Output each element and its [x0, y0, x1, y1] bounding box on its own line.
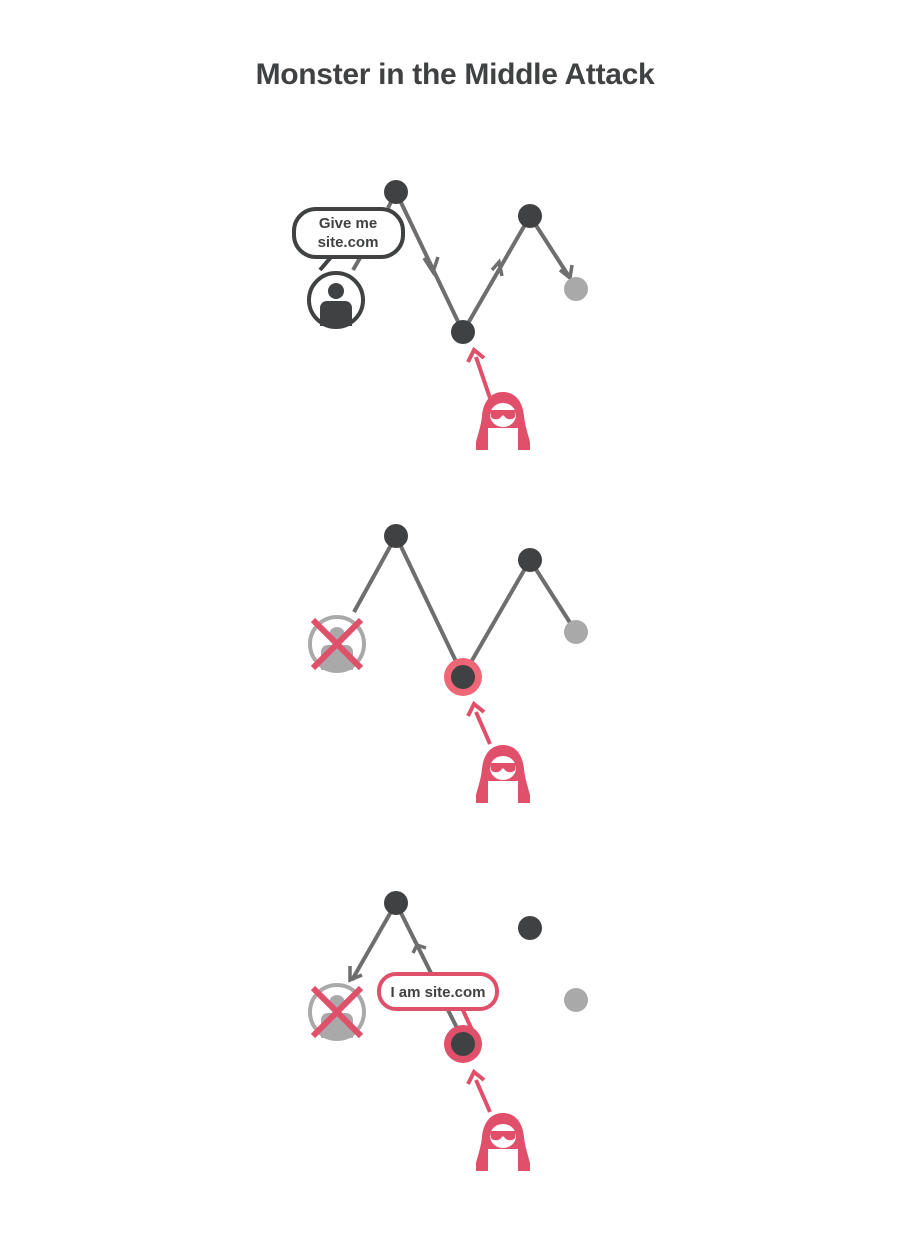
edge [528, 558, 578, 634]
panel-step-1: Give me site.com [292, 180, 588, 450]
arrow-down-icon [348, 966, 363, 983]
edge [351, 256, 362, 272]
bubble-line-1: I am site.com [390, 984, 485, 1001]
arrow-up-icon [411, 942, 427, 954]
speech-bubble-impersonation: I am site.com [377, 972, 499, 1031]
hacker-icon [476, 745, 530, 803]
destination-node [564, 277, 588, 301]
hacker-icon [476, 1113, 530, 1171]
edge [461, 214, 532, 334]
edge [394, 191, 465, 333]
network-node [518, 548, 542, 572]
arrow-up-icon [466, 346, 486, 363]
edge [352, 535, 398, 613]
edge [350, 902, 398, 981]
arrow-up-icon [466, 1068, 486, 1085]
bubble-line-1: Give me [319, 215, 377, 232]
network-node [384, 180, 408, 204]
hacker-icon [476, 392, 530, 450]
arrow-right-icon [558, 264, 574, 282]
user-icon [307, 271, 365, 329]
blocked-user-icon [310, 617, 364, 671]
network-node [518, 916, 542, 940]
destination-node [564, 620, 588, 644]
edge [394, 902, 434, 976]
arrow-down-icon [422, 256, 440, 277]
network-node [384, 524, 408, 548]
attack-arrow [474, 1079, 492, 1113]
edge [394, 535, 465, 677]
compromised-node [451, 1032, 475, 1056]
bubble-line-2: site.com [318, 234, 379, 251]
panel-step-2 [310, 524, 588, 803]
blocked-user-icon [310, 985, 364, 1039]
network-node [518, 204, 542, 228]
edge [461, 558, 532, 678]
attack-arrow [474, 711, 492, 745]
speech-bubble-request: Give me site.com [292, 207, 405, 272]
destination-node [564, 988, 588, 1012]
attack-arrow [474, 356, 492, 399]
compromised-node [451, 665, 475, 689]
network-node [384, 891, 408, 915]
arrow-up-icon [466, 700, 486, 717]
arrow-up-icon [490, 258, 504, 277]
panel-step-3: I am site.com [310, 891, 588, 1171]
diagram-title: Monster in the Middle Attack [255, 58, 655, 91]
network-node [451, 320, 475, 344]
